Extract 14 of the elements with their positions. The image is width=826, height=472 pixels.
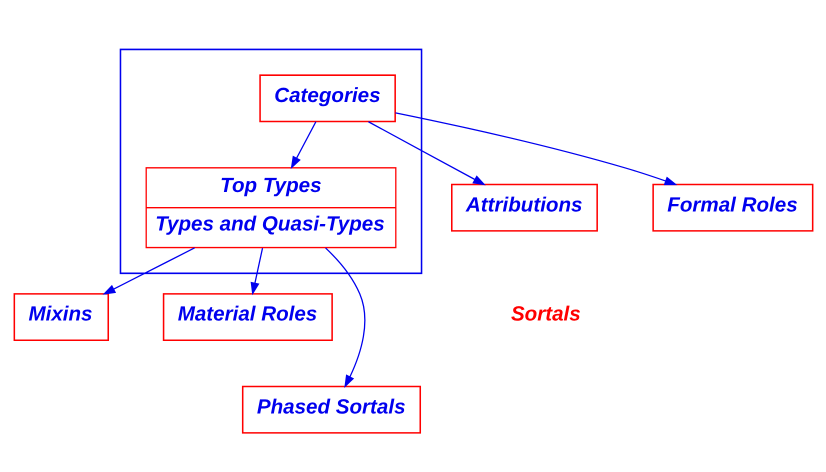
node-box: Mixins bbox=[13, 293, 109, 341]
node-box: Attributions bbox=[450, 184, 598, 232]
node-box: Categories bbox=[258, 74, 396, 122]
arrow bbox=[102, 247, 194, 295]
cluster bbox=[119, 48, 422, 274]
arrow bbox=[290, 121, 316, 170]
arrow bbox=[394, 112, 677, 186]
node-box: Formal Roles bbox=[652, 184, 813, 232]
arrow bbox=[368, 121, 486, 186]
arrow bbox=[324, 248, 365, 388]
label: Sortals bbox=[510, 302, 580, 326]
arrow bbox=[250, 248, 263, 296]
node-box: Material Roles bbox=[162, 293, 332, 341]
node-box: Phased Sortals bbox=[241, 386, 421, 434]
